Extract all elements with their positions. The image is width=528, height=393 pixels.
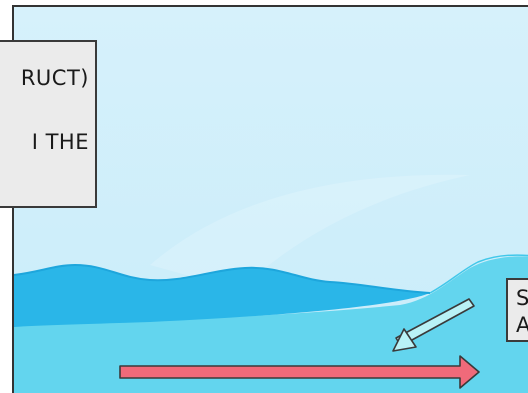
caption-box-right: S A bbox=[506, 278, 528, 342]
caption-right-line-2: A bbox=[516, 313, 528, 337]
caption-box-left: RUCT) I THE bbox=[0, 40, 97, 208]
caption-left-line-1: RUCT) bbox=[21, 66, 89, 90]
caption-right-line-1: S bbox=[516, 286, 528, 310]
caption-left-line-2: I THE bbox=[32, 130, 89, 154]
